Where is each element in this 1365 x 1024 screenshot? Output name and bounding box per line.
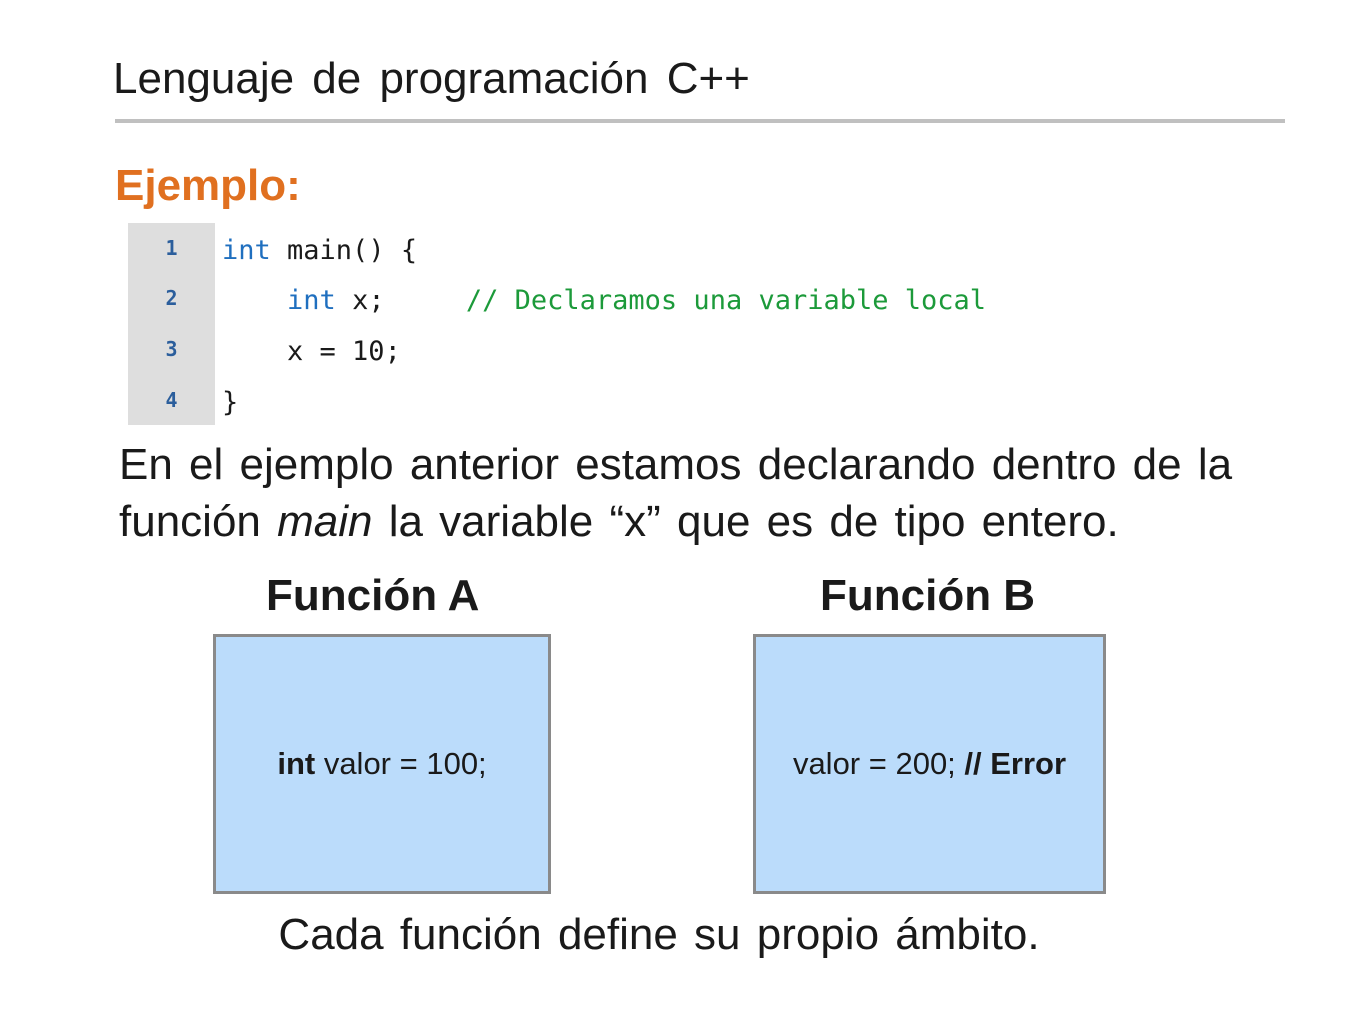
- code-block: 1 2 3 4 int main() { int x; // Declaramo…: [128, 223, 1128, 425]
- code-text: x;: [335, 285, 466, 316]
- line-number: 3: [165, 337, 178, 361]
- line-number: 2: [165, 286, 178, 310]
- function-b-box: valor = 200; // Error: [753, 634, 1106, 894]
- code-indent: [222, 336, 287, 367]
- code-keyword: int: [287, 285, 336, 316]
- paragraph-text: En el ejemplo anterior estamos declarand…: [119, 440, 1233, 546]
- slide-title: Lenguaje de programación C++: [113, 54, 750, 103]
- footer-note: Cada función define su propio ámbito.: [278, 910, 1040, 959]
- code-keyword: int: [222, 235, 271, 266]
- code-text: main() {: [270, 235, 418, 266]
- explanation-paragraph: En el ejemplo anterior estamos declarand…: [119, 436, 1299, 550]
- line-number-gutter: 1 2 3 4: [128, 223, 215, 425]
- code-comment: // Declaramos una variable local: [465, 285, 987, 316]
- paragraph-text: la variable “x” que es de tipo entero.: [372, 497, 1119, 546]
- function-a-heading: Función A: [266, 571, 480, 620]
- code-keyword: int: [277, 746, 316, 781]
- code-text: valor = 100;: [315, 746, 487, 781]
- code-line: int x; // Declaramos una variable local: [222, 284, 986, 318]
- code-line: x = 10;: [222, 335, 401, 369]
- code-line: int main() {: [222, 234, 417, 268]
- function-a-box: int valor = 100;: [213, 634, 551, 894]
- line-number: 4: [165, 388, 178, 412]
- error-comment: // Error: [964, 746, 1067, 781]
- section-heading: Ejemplo:: [115, 161, 301, 210]
- function-b-heading: Función B: [820, 571, 1036, 620]
- code-line: }: [222, 386, 238, 420]
- function-b-code: valor = 200; // Error: [793, 746, 1066, 782]
- code-text: }: [222, 387, 239, 418]
- line-number: 1: [165, 236, 178, 260]
- code-indent: [222, 285, 287, 316]
- code-text: x = 10;: [287, 336, 401, 367]
- function-a-code: int valor = 100;: [277, 746, 486, 782]
- title-divider: [115, 119, 1285, 123]
- paragraph-emphasis: main: [277, 497, 373, 546]
- code-text: valor = 200;: [792, 746, 965, 781]
